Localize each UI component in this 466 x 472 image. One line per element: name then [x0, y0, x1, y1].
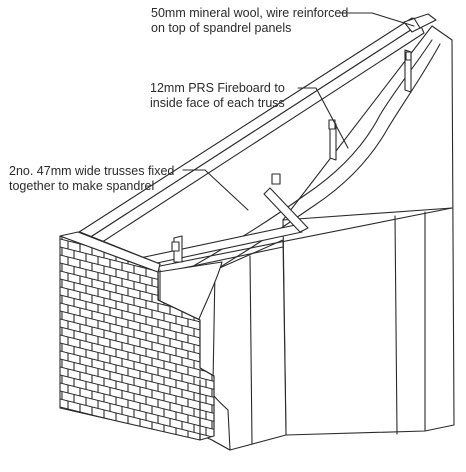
ceiling-line: [149, 207, 453, 269]
brick-wall-edge: [157, 271, 215, 437]
mineral-wool: [403, 13, 437, 33]
callout-fireboard-line1: 12mm PRS Fireboard to: [150, 81, 285, 95]
nail-plate-4: [405, 51, 412, 61]
leader-fireboard: [297, 87, 349, 149]
callout-trusses-line1: 2no. 47mm wide trusses fixed: [9, 164, 175, 178]
brick-wall-top: [59, 231, 161, 273]
callout-trusses: 2no. 47mm wide trusses fixed together to…: [9, 164, 174, 194]
callout-mineral-wool: 50mm mineral wool, wire reinforced on to…: [151, 6, 348, 36]
leader-mineral-wool: [337, 12, 415, 27]
wall-joint-upper: [282, 207, 453, 221]
truss-web-1: [263, 187, 309, 233]
nail-plate-3: [171, 241, 180, 252]
callout-trusses-line2: together to make spandrel: [9, 179, 155, 193]
callout-fireboard: 12mm PRS Fireboard to inside face of eac…: [150, 81, 285, 111]
lower-panel-joint: [249, 255, 253, 445]
callout-mineral-wool-line2: on top of spandrel panels: [151, 21, 292, 35]
nail-plate-1: [271, 173, 281, 185]
wall-vertical-joint-1: [394, 215, 398, 435]
leader-trusses: [182, 169, 249, 211]
callout-mineral-wool-line1: 50mm mineral wool, wire reinforced: [151, 6, 349, 20]
callout-fireboard-line2: inside face of each truss: [150, 96, 285, 110]
fireboard-curve-inner: [211, 43, 441, 273]
